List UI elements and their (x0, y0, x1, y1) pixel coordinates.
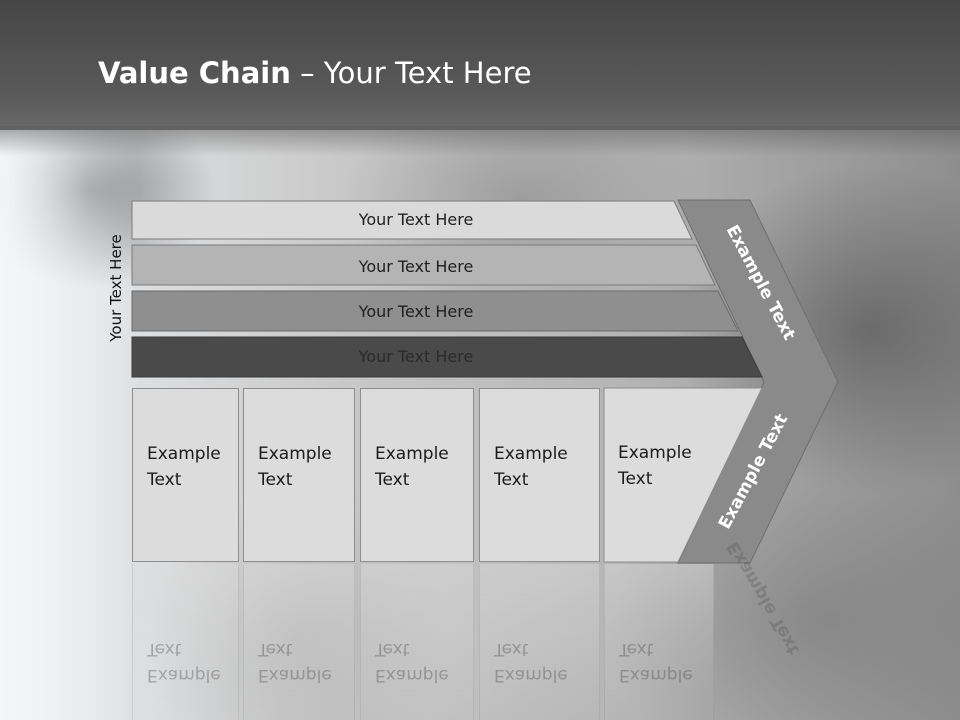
slide-title-bold: Value Chain (98, 56, 291, 90)
column-4-line2: Text (494, 470, 529, 490)
chevron-arrow (677, 199, 839, 564)
column-4-line1: Example (494, 444, 568, 464)
column-5-line2: Text (618, 469, 653, 489)
title-bar-shadow (0, 126, 960, 156)
column-3-line1: Example (375, 444, 449, 464)
column-3-line2: Text (375, 470, 410, 490)
bar-2 (131, 244, 716, 286)
bar-3-label: Your Text Here (358, 302, 474, 321)
bar-3 (131, 290, 739, 332)
column-5-shape (603, 387, 763, 563)
column-1-line2: Text (147, 470, 182, 490)
bar-4 (131, 336, 763, 378)
slide-title: Value Chain – Your Text Here (98, 56, 532, 90)
column-2-line1: Example (258, 444, 332, 464)
bar-4-label: Your Text Here (358, 347, 474, 366)
bar-2-label: Your Text Here (358, 257, 474, 276)
column-1-line1: Example (147, 444, 221, 464)
bar-1-label: Your Text Here (358, 210, 474, 229)
title-bar (0, 0, 960, 130)
bar-1 (131, 200, 693, 240)
column-5-line1: Example (618, 443, 692, 463)
slide-title-rest: – Your Text Here (290, 56, 532, 90)
column-2-line2: Text (258, 470, 293, 490)
